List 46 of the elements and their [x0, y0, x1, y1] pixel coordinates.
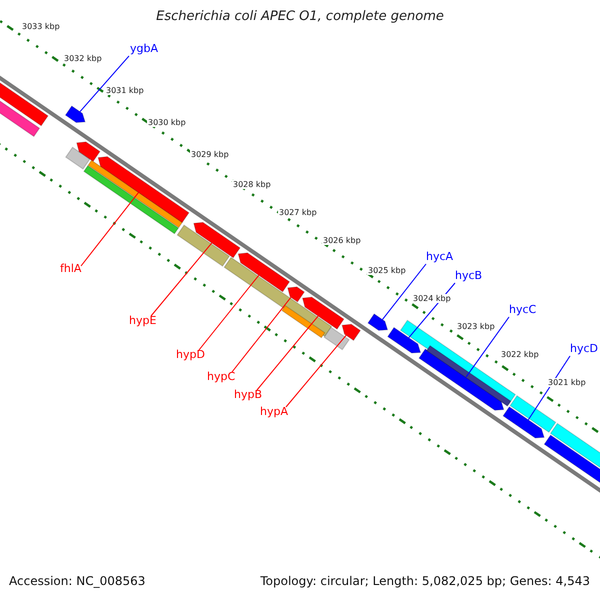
- scale-label: 3025 kbp: [367, 266, 407, 276]
- scale-label: 3033 kbp: [21, 22, 61, 32]
- scale-label: 3032 kbp: [63, 54, 103, 64]
- leader-line: [382, 264, 426, 320]
- gene-feature: [367, 313, 388, 331]
- scale-label: 3021 kbp: [547, 378, 587, 388]
- leader-line: [286, 334, 347, 408]
- gene-label: hypE: [129, 315, 156, 328]
- scale-label: 3030 kbp: [147, 118, 187, 128]
- gene-label: hycC: [509, 304, 536, 317]
- gene-label: hypC: [207, 371, 236, 384]
- scale-label: 3028 kbp: [232, 180, 272, 190]
- leader-line: [150, 242, 212, 316]
- genome-info-text: Topology: circular; Length: 5,082,025 bp; Genes: 4,543: [260, 575, 590, 589]
- gene-feature: [98, 156, 190, 224]
- scale-label: 3027 kbp: [278, 208, 318, 218]
- gene-feature: [64, 105, 86, 123]
- scale-label: 3024 kbp: [412, 294, 452, 304]
- scale-label: 3029 kbp: [190, 150, 230, 160]
- gene-feature: [387, 326, 422, 354]
- scale-label: 3022 kbp: [500, 350, 540, 360]
- leader-line: [256, 316, 319, 390]
- accession-text: Accession: NC_008563: [9, 575, 146, 589]
- scale-label: 3026 kbp: [322, 236, 362, 246]
- gene-feature: [302, 296, 345, 330]
- gene-label: fhlA: [60, 263, 82, 276]
- leader-line: [198, 274, 260, 350]
- gene-feature: [502, 406, 545, 438]
- leader-line: [528, 356, 570, 420]
- leader-line: [80, 192, 139, 266]
- leader-line: [232, 296, 292, 372]
- gene-label: hypA: [260, 406, 288, 419]
- gene-label: hycD: [570, 343, 598, 356]
- leader-line: [79, 56, 130, 112]
- leader-line: [466, 316, 510, 378]
- gene-label: hypD: [176, 349, 205, 362]
- scale-label: 3023 kbp: [456, 322, 496, 332]
- gene-feature: [238, 252, 290, 292]
- gene-feature: [193, 222, 241, 258]
- gene-label: hycB: [455, 270, 482, 283]
- scale-label: 3031 kbp: [105, 86, 145, 96]
- diagram-title: Escherichia coli APEC O1, complete genome: [155, 10, 445, 25]
- gene-label: hycA: [426, 251, 454, 264]
- gene-label: hypB: [234, 389, 262, 402]
- gene-label: ygbA: [130, 43, 158, 56]
- gene-feature: [341, 324, 362, 342]
